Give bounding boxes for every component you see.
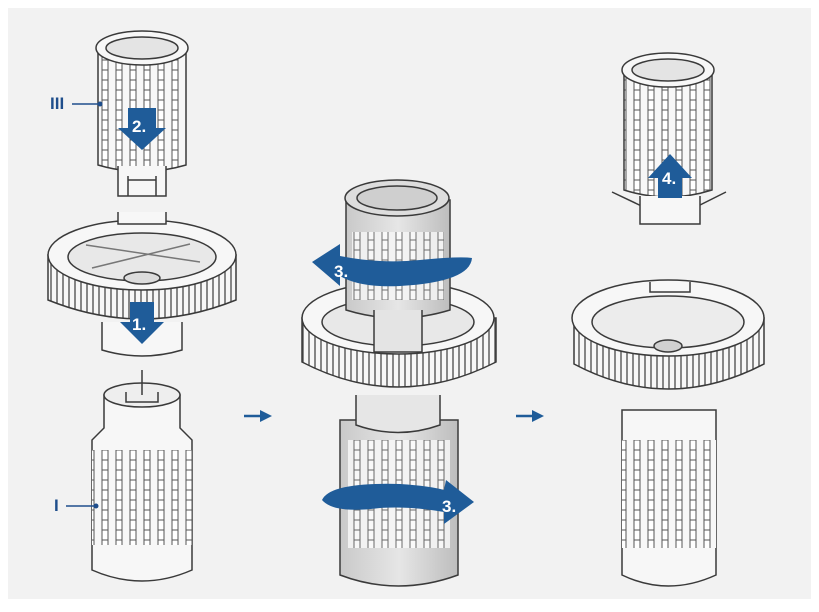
step-2-label: 2. [132,117,146,136]
lid-ring-right [572,280,764,389]
step-1-label: 1. [132,315,146,334]
base-body-right [622,410,716,586]
callout-part-i: I [54,496,59,516]
base-body-i [92,370,192,581]
step-3-bottom-label: 3. [442,497,456,516]
callout-part-iii: III [50,94,64,114]
step-4-label: 4. [662,169,676,188]
step-3-top-label: 3. [334,262,348,281]
